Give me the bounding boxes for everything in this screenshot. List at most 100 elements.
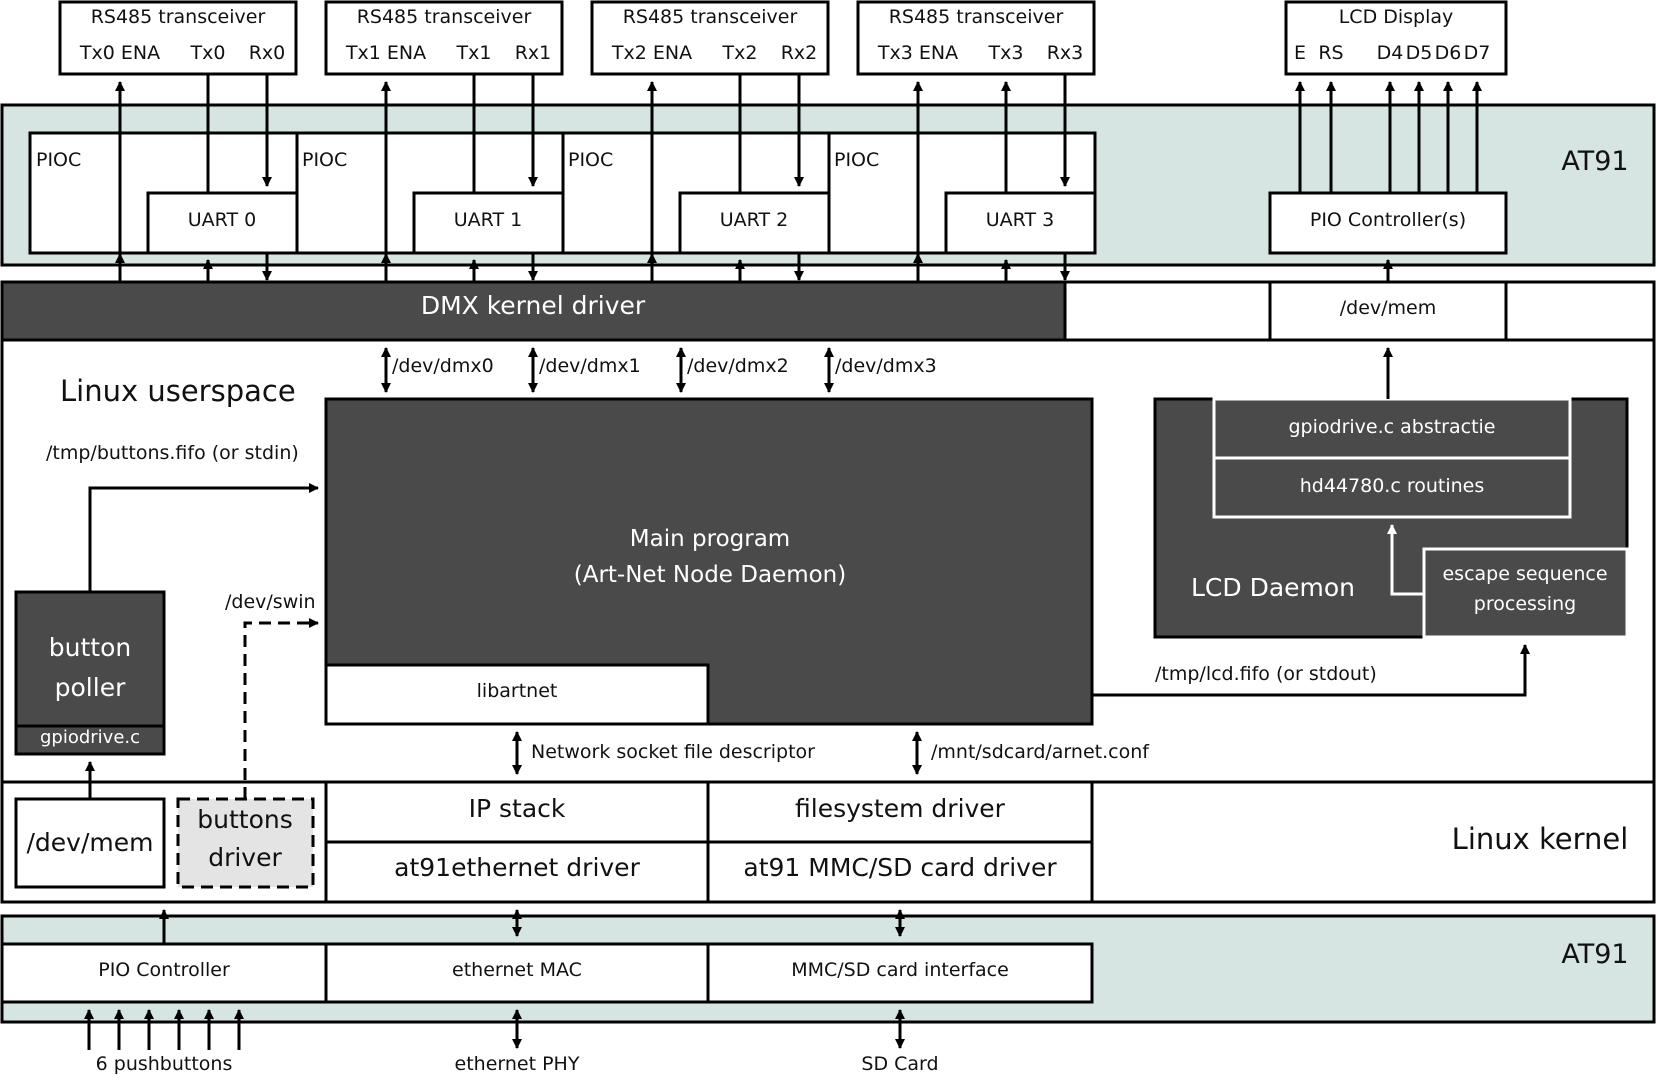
eth-driver-label: at91ethernet driver <box>394 853 640 882</box>
buttons-driver-label-2: driver <box>208 843 282 872</box>
dev-dmx2-label: /dev/dmx2 <box>687 355 789 377</box>
gpiodrive-c-label: gpiodrive.c <box>40 727 140 748</box>
uart-group-1: PIOC UART 1 <box>295 131 565 255</box>
transceiver-title-2: RS485 transceiver <box>623 6 798 28</box>
fs-driver-label: filesystem driver <box>795 794 1006 823</box>
transceiver-box-3 <box>856 0 1096 76</box>
transceiver-rx-2: Rx2 <box>781 42 818 64</box>
lcd-pin-rs: RS <box>1318 42 1343 64</box>
transceiver-rx-0: Rx0 <box>249 42 286 64</box>
uart-label-0: UART 0 <box>188 209 256 231</box>
kernel-dev-mem-box <box>14 797 166 889</box>
lcd-pin-d7: D7 <box>1464 42 1491 64</box>
transceiver-2: RS485 transceiver Tx2 ENA Tx2 Rx2 <box>590 0 830 76</box>
uart-label-1: UART 1 <box>454 209 522 231</box>
transceiver-rx-1: Rx1 <box>515 42 552 64</box>
main-program-subtitle: (Art-Net Node Daemon) <box>574 562 847 588</box>
hd44780-label: hd44780.c routines <box>1300 475 1485 497</box>
libartnet-box <box>324 663 710 726</box>
uart-box-2 <box>678 191 831 255</box>
lcd-fifo-label: /tmp/lcd.fifo (or stdout) <box>1155 663 1377 685</box>
transceiver-ena-3: Tx3 ENA <box>877 42 958 64</box>
at91-top-label: AT91 <box>1561 146 1628 177</box>
uart-group-2: PIOC UART 2 <box>561 131 831 255</box>
dev-mem-top-label: /dev/mem <box>1340 297 1437 319</box>
lcd-pin-d5: D5 <box>1406 42 1433 64</box>
dev-dmx3-label: /dev/dmx3 <box>835 355 937 377</box>
escape-to-hd44780-arrow <box>1387 524 1424 596</box>
lcd-display: LCD Display E RS D4 D5 D6 D7 <box>1284 0 1508 76</box>
dev-swin-arrow <box>243 618 319 799</box>
ethernet-mac-box <box>324 942 710 1004</box>
uart-box-0 <box>146 191 299 255</box>
buttons-driver-label-1: buttons <box>197 805 292 834</box>
transceiver-title-1: RS485 transceiver <box>357 6 532 28</box>
pioc-label-1: PIOC <box>302 149 347 171</box>
dmx-kernel-driver-label: DMX kernel driver <box>421 291 646 320</box>
transceiver-tx-2: Tx2 <box>722 42 758 64</box>
dev-mem-top-box <box>1268 280 1508 342</box>
transceiver-box-1 <box>324 0 564 76</box>
buttons-fifo-label: /tmp/buttons.fifo (or stdin) <box>46 442 299 464</box>
transceiver-box-0 <box>58 0 298 76</box>
lcd-daemon-label: LCD Daemon <box>1191 573 1355 602</box>
sd-card-label: SD Card <box>861 1053 938 1075</box>
uart-label-2: UART 2 <box>720 209 788 231</box>
ethernet-mac-label: ethernet MAC <box>452 959 582 981</box>
transceiver-title-0: RS485 transceiver <box>91 6 266 28</box>
dev-swin-label: /dev/swin <box>225 591 316 613</box>
gpiodrive-abstractie-box <box>1212 397 1572 460</box>
arnet-conf-label: /mnt/sdcard/arnet.conf <box>931 741 1150 763</box>
at91-bottom-label: AT91 <box>1561 939 1628 970</box>
connectors <box>84 74 1530 1050</box>
escape-processing-label-2: processing <box>1474 593 1576 615</box>
lcd-pin-d4: D4 <box>1377 42 1404 64</box>
lcd-display-title: LCD Display <box>1339 6 1454 28</box>
pioc-label-0: PIOC <box>36 149 81 171</box>
transceiver-ena-2: Tx2 ENA <box>611 42 692 64</box>
transceiver-title-3: RS485 transceiver <box>889 6 1064 28</box>
kernel-dev-mem-label: /dev/mem <box>27 828 154 857</box>
lcd-pin-e: E <box>1294 42 1306 64</box>
lcd-display-box <box>1284 0 1508 76</box>
mmc-driver-box <box>706 840 1094 904</box>
transceiver-rx-3: Rx3 <box>1047 42 1084 64</box>
main-program-title: Main program <box>630 526 790 552</box>
transceiver-tx-0: Tx0 <box>190 42 226 64</box>
transceiver-0: RS485 transceiver Tx0 ENA Tx0 Rx0 <box>58 0 298 76</box>
hd44780-box <box>1212 456 1572 519</box>
dev-dmx0-label: /dev/dmx0 <box>392 355 494 377</box>
pioc-label-3: PIOC <box>834 149 879 171</box>
lcd-pin-d6: D6 <box>1435 42 1462 64</box>
transceiver-tx-1: Tx1 <box>456 42 492 64</box>
transceiver-tx-3: Tx3 <box>988 42 1024 64</box>
pio-controller-label: PIO Controller <box>98 959 230 981</box>
libartnet-label: libartnet <box>477 680 558 702</box>
dmx-kernel-driver-box <box>0 280 1067 342</box>
lcd-fifo-arrow <box>1092 644 1530 697</box>
buttons-fifo-arrow <box>88 483 319 592</box>
button-poller-label-2: poller <box>55 673 126 702</box>
mmc-interface-label: MMC/SD card interface <box>791 959 1009 981</box>
eth-driver-box <box>324 840 710 904</box>
ip-stack-box <box>324 780 710 844</box>
gpiodrive-abstractie-label: gpiodrive.c abstractie <box>1288 416 1495 438</box>
transceiver-3: RS485 transceiver Tx3 ENA Tx3 Rx3 <box>856 0 1096 76</box>
uart-box-1 <box>412 191 565 255</box>
escape-processing-label-1: escape sequence <box>1442 563 1607 585</box>
ethernet-phy-label: ethernet PHY <box>455 1053 580 1075</box>
transceiver-ena-0: Tx0 ENA <box>79 42 160 64</box>
uart-group-3: PIOC UART 3 <box>827 131 1097 255</box>
uart-group-0: PIOC UART 0 <box>28 131 299 255</box>
mmc-driver-label: at91 MMC/SD card driver <box>743 853 1057 882</box>
pushbuttons-label: 6 pushbuttons <box>96 1053 233 1075</box>
uart-box-3 <box>944 191 1097 255</box>
kernel-label: Linux kernel <box>1452 822 1629 856</box>
transceiver-box-2 <box>590 0 830 76</box>
network-socket-label: Network socket file descriptor <box>531 741 815 763</box>
mmc-interface-box <box>706 942 1094 1004</box>
transceiver-1: RS485 transceiver Tx1 ENA Tx1 Rx1 <box>324 0 564 76</box>
buttons-driver-box <box>176 797 315 889</box>
pioc-label-2: PIOC <box>568 149 613 171</box>
